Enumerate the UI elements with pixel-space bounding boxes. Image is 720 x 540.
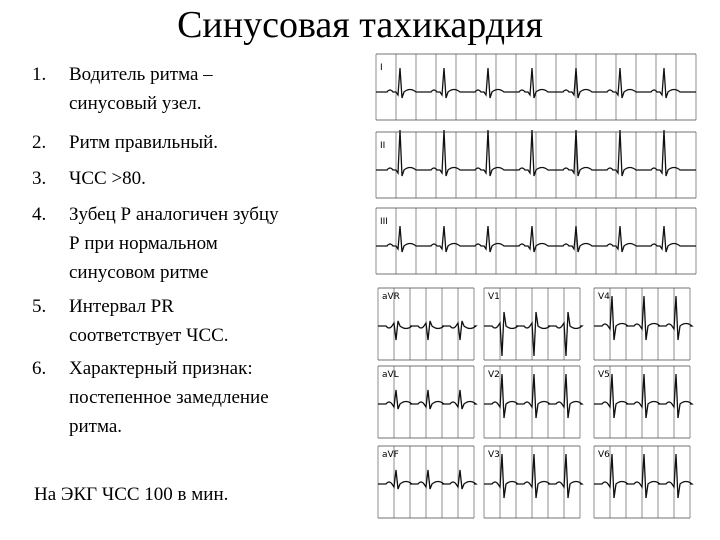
ecg-panel-lead-aVR: aVR bbox=[377, 287, 478, 361]
lead-label: II bbox=[380, 141, 385, 151]
point-number: 2. bbox=[32, 132, 47, 153]
ecg-trace bbox=[376, 67, 696, 99]
point-number: 3. bbox=[32, 168, 47, 189]
lead-label: aVF bbox=[382, 450, 399, 460]
point-line: синусовом ритме bbox=[69, 262, 209, 283]
ecg-panel-lead-V6: V6 bbox=[593, 445, 694, 519]
point-line: Интервал PR bbox=[69, 296, 174, 317]
point-3: 3. ЧСС >80. bbox=[26, 164, 356, 193]
lead-label: aVL bbox=[382, 370, 399, 380]
lead-label: V3 bbox=[488, 450, 500, 460]
ecg-trace bbox=[378, 469, 478, 490]
ecg-trace bbox=[594, 453, 694, 499]
point-line: Р при нормальном bbox=[69, 233, 218, 254]
point-line: ЧСС >80. bbox=[69, 168, 146, 189]
lead-label: V2 bbox=[488, 370, 500, 380]
ecg-panel-lead-V5: V5 bbox=[593, 365, 694, 439]
point-line: Водитель ритма – bbox=[69, 64, 213, 85]
point-line: постепенное замедление bbox=[69, 387, 269, 408]
ecg-panel-lead-V3: V3 bbox=[483, 445, 584, 519]
ecg-panel-lead-V4: V4 bbox=[593, 287, 694, 361]
ecg-panel-lead-V1: V1 bbox=[483, 287, 584, 361]
ecg-strip-lead-II: II bbox=[375, 129, 697, 199]
ecg-panel-lead-aVF: aVF bbox=[377, 445, 478, 519]
ecg-trace bbox=[376, 129, 696, 177]
lead-label: V6 bbox=[598, 450, 610, 460]
ecg-strip-lead-I: I bbox=[375, 53, 697, 121]
ecg-trace bbox=[484, 311, 584, 357]
lead-label: aVR bbox=[382, 292, 400, 302]
ecg-strip-lead-III: III bbox=[375, 207, 697, 275]
point-line: Зубец Р аналогичен зубцу bbox=[69, 204, 279, 225]
point-2: 2. Ритм правильный. bbox=[26, 128, 356, 157]
lead-label: I bbox=[380, 63, 383, 73]
ecg-trace bbox=[378, 320, 478, 341]
point-line: синусовый узел. bbox=[69, 93, 202, 114]
point-line: соответствует ЧСС. bbox=[69, 325, 229, 346]
ecg-trace bbox=[378, 389, 478, 410]
lead-label: III bbox=[380, 217, 388, 227]
point-line: Ритм правильный. bbox=[69, 132, 219, 153]
point-number: 5. bbox=[32, 296, 47, 317]
ecg-trace bbox=[484, 373, 584, 419]
point-line: Характерный признак: bbox=[69, 358, 253, 379]
footer-note: На ЭКГ ЧСС 100 в мин. bbox=[34, 484, 229, 505]
lead-label: V5 bbox=[598, 370, 610, 380]
lead-label: V4 bbox=[598, 292, 610, 302]
point-number: 4. bbox=[32, 204, 47, 225]
point-4: 4. Зубец Р аналогичен зубцу Р при нормал… bbox=[26, 200, 356, 287]
ecg-trace bbox=[594, 295, 694, 341]
point-6: 6. Характерный признак: постепенное заме… bbox=[26, 354, 356, 441]
point-number: 6. bbox=[32, 358, 47, 379]
point-1: 1. Водитель ритма – синусовый узел. bbox=[26, 60, 356, 118]
ecg-panel-lead-aVL: aVL bbox=[377, 365, 478, 439]
ecg-trace bbox=[376, 225, 696, 253]
ecg-panel-lead-V2: V2 bbox=[483, 365, 584, 439]
slide-title: Синусовая тахикардия bbox=[177, 4, 543, 46]
ecg-trace bbox=[594, 373, 694, 419]
point-5: 5. Интервал PR соответствует ЧСС. bbox=[26, 292, 356, 350]
point-line: ритма. bbox=[69, 416, 123, 437]
point-number: 1. bbox=[32, 64, 47, 85]
ecg-trace bbox=[484, 453, 584, 499]
lead-label: V1 bbox=[488, 292, 500, 302]
